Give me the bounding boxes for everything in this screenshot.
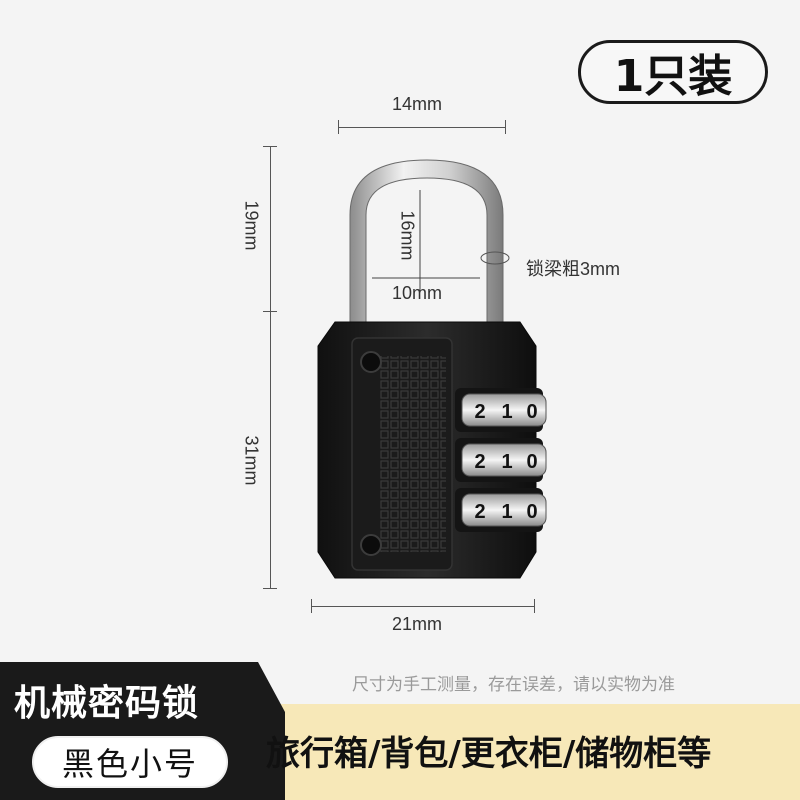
dim-tick xyxy=(505,120,506,134)
dial-digit: 0 xyxy=(526,501,537,523)
dim-line-top xyxy=(338,127,506,128)
dim-tick xyxy=(534,599,535,613)
dial-3 xyxy=(455,488,547,532)
dim-label-shackle-width: 14mm xyxy=(392,94,443,114)
dial-digit: 0 xyxy=(526,401,537,423)
dim-tick xyxy=(263,311,277,312)
dial-digit: 2 xyxy=(474,401,485,423)
product-title: 机械密码锁 xyxy=(14,683,200,724)
dial-digit: 0 xyxy=(526,451,537,473)
dim-label-shackle-thickness: 锁梁粗3mm xyxy=(526,259,620,279)
usage-text: 旅行箱/背包/更衣柜/储物柜等 xyxy=(266,734,712,774)
dial-digit: 1 xyxy=(501,501,512,523)
dim-tick xyxy=(263,588,277,589)
dial-digit: 1 xyxy=(501,451,512,473)
dim-label-inner-height: 16mm xyxy=(397,210,418,261)
variant-pill: 黑色小号 xyxy=(32,736,228,788)
usage-banner xyxy=(258,704,800,800)
dim-label-body-width: 21mm xyxy=(392,614,443,634)
screw xyxy=(360,534,382,556)
dim-tick xyxy=(311,599,312,613)
dim-label-inner-width: 10mm xyxy=(392,283,443,303)
shackle xyxy=(349,159,504,331)
dim-tick xyxy=(263,146,277,147)
dial-digit: 2 xyxy=(474,451,485,473)
screw xyxy=(360,351,382,373)
dial-1 xyxy=(455,388,547,432)
dial-digit: 2 xyxy=(474,501,485,523)
dial-2 xyxy=(455,438,547,482)
quantity-badge: 1只装 xyxy=(578,40,768,104)
dim-line-bottom xyxy=(311,606,535,607)
measurement-disclaimer: 尺寸为手工测量，存在误差，请以实物为准 xyxy=(352,675,675,695)
dim-line-left xyxy=(270,146,271,589)
dim-tick xyxy=(338,120,339,134)
dial-digit: 1 xyxy=(501,401,512,423)
